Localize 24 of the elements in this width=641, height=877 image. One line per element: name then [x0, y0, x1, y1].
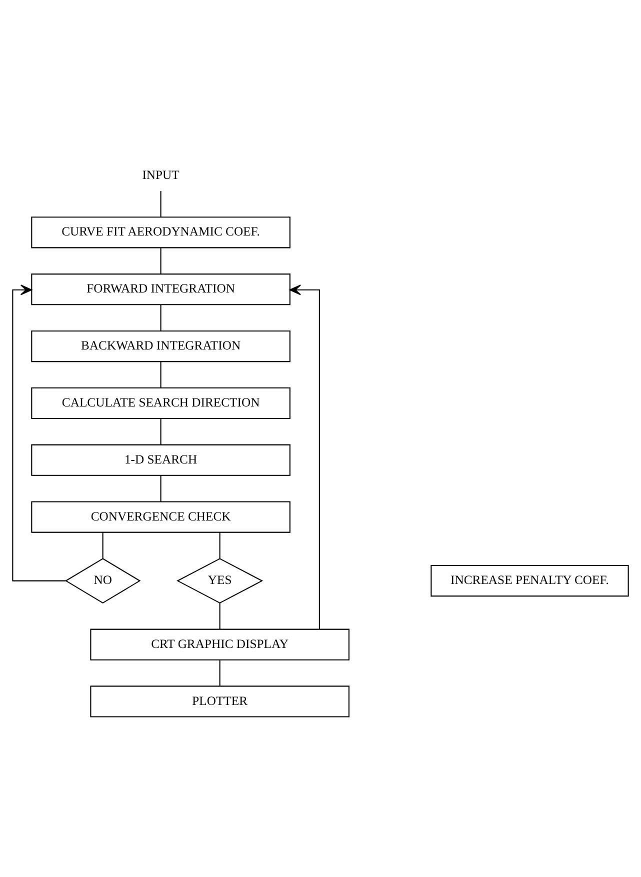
node-diamond: NO	[64, 558, 141, 604]
node-diamond: YES	[176, 558, 264, 604]
connector	[160, 418, 162, 445]
connector	[219, 660, 220, 686]
connector	[160, 362, 162, 388]
arrow	[12, 284, 66, 582]
connector	[219, 603, 220, 630]
node-box: BACKWARD INTEGRATION	[31, 330, 290, 362]
connector	[160, 191, 162, 217]
node-text: INPUT	[142, 168, 180, 182]
node-box: CURVE FIT AERODYNAMIC COEF.	[31, 216, 290, 248]
node-box: PLOTTER	[90, 686, 350, 718]
node-box: CONVERGENCE CHECK	[31, 501, 290, 533]
node-box: CALCULATE SEARCH DIRECTION	[31, 387, 290, 419]
connector	[160, 304, 162, 331]
arrow	[289, 284, 320, 629]
node-box: INCREASE PENALTY COEF.	[430, 565, 629, 597]
connector	[219, 532, 220, 559]
node-box: FORWARD INTEGRATION	[31, 274, 290, 306]
node-box: CRT GRAPHIC DISPLAY	[90, 628, 350, 660]
connector	[102, 532, 104, 559]
connector	[160, 248, 162, 274]
connector	[160, 476, 162, 502]
node-box: 1-D SEARCH	[31, 444, 290, 476]
